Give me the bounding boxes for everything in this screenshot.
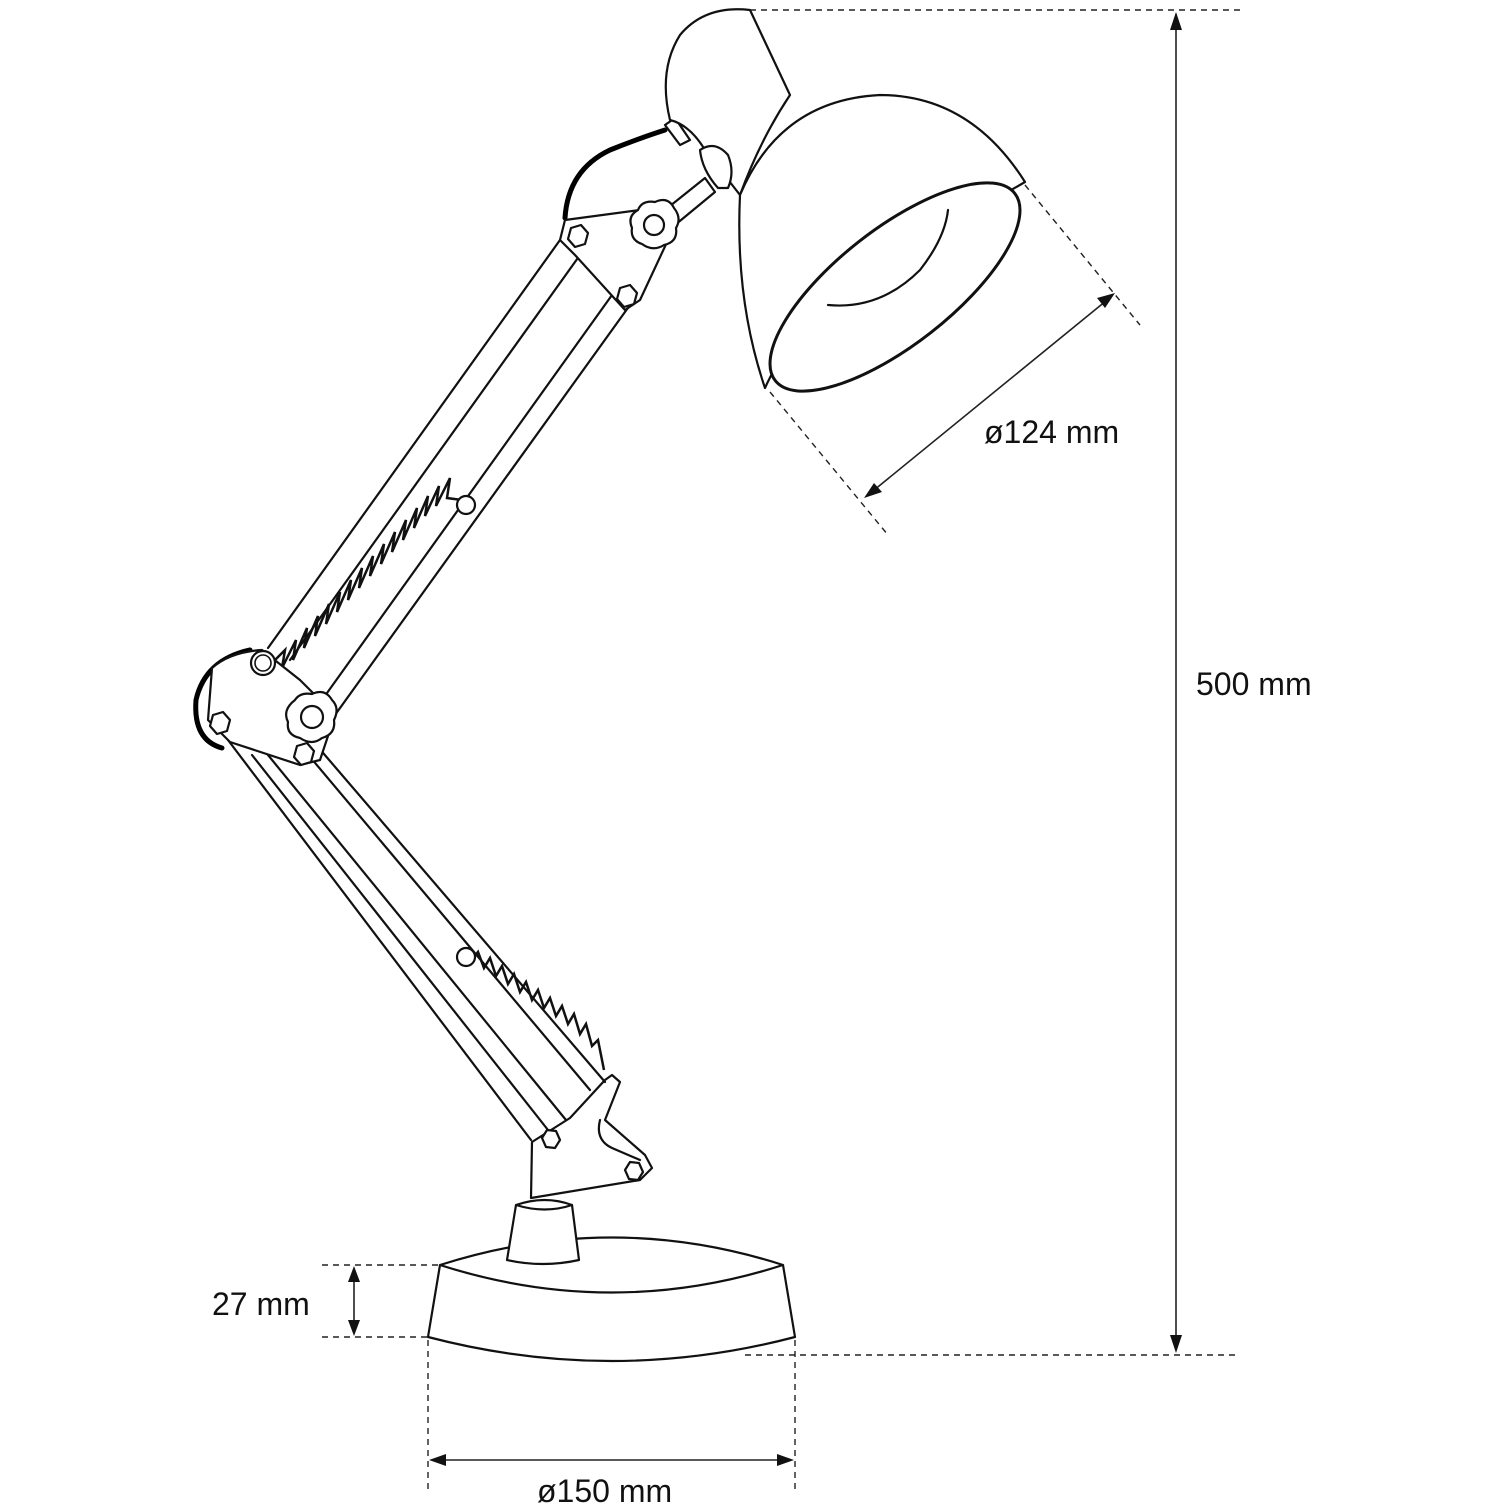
hex-bolt-icon (615, 283, 639, 309)
base-height-label: 27 mm (212, 1286, 310, 1322)
shade-diameter-dimension (769, 184, 1141, 536)
hex-bolt-icon (208, 710, 232, 736)
base-bracket (529, 1073, 654, 1200)
elbow-joint (193, 647, 338, 767)
lower-arm (226, 738, 607, 1142)
hex-bolt-icon (566, 223, 590, 249)
lower-spring (471, 949, 606, 1071)
lamp-shade (664, 8, 1027, 393)
upper-arm (266, 238, 632, 717)
top-joint (558, 116, 717, 312)
lamp-base (426, 1198, 797, 1363)
hex-bolt-icon (623, 1160, 645, 1182)
pivot-pin-icon (455, 494, 477, 516)
base-diameter-label: ø150 mm (537, 1473, 673, 1509)
base-height-dimension (322, 1264, 440, 1338)
pivot-pin-icon (455, 946, 477, 968)
base-diameter-dimension (427, 1340, 796, 1490)
total-height-label: 500 mm (1196, 666, 1312, 702)
upper-spring (274, 477, 463, 669)
hex-bolt-icon (540, 1128, 562, 1150)
hex-bolt-icon (292, 741, 316, 767)
shade-diameter-label: ø124 mm (984, 414, 1120, 450)
height-dimension (745, 9, 1240, 1356)
